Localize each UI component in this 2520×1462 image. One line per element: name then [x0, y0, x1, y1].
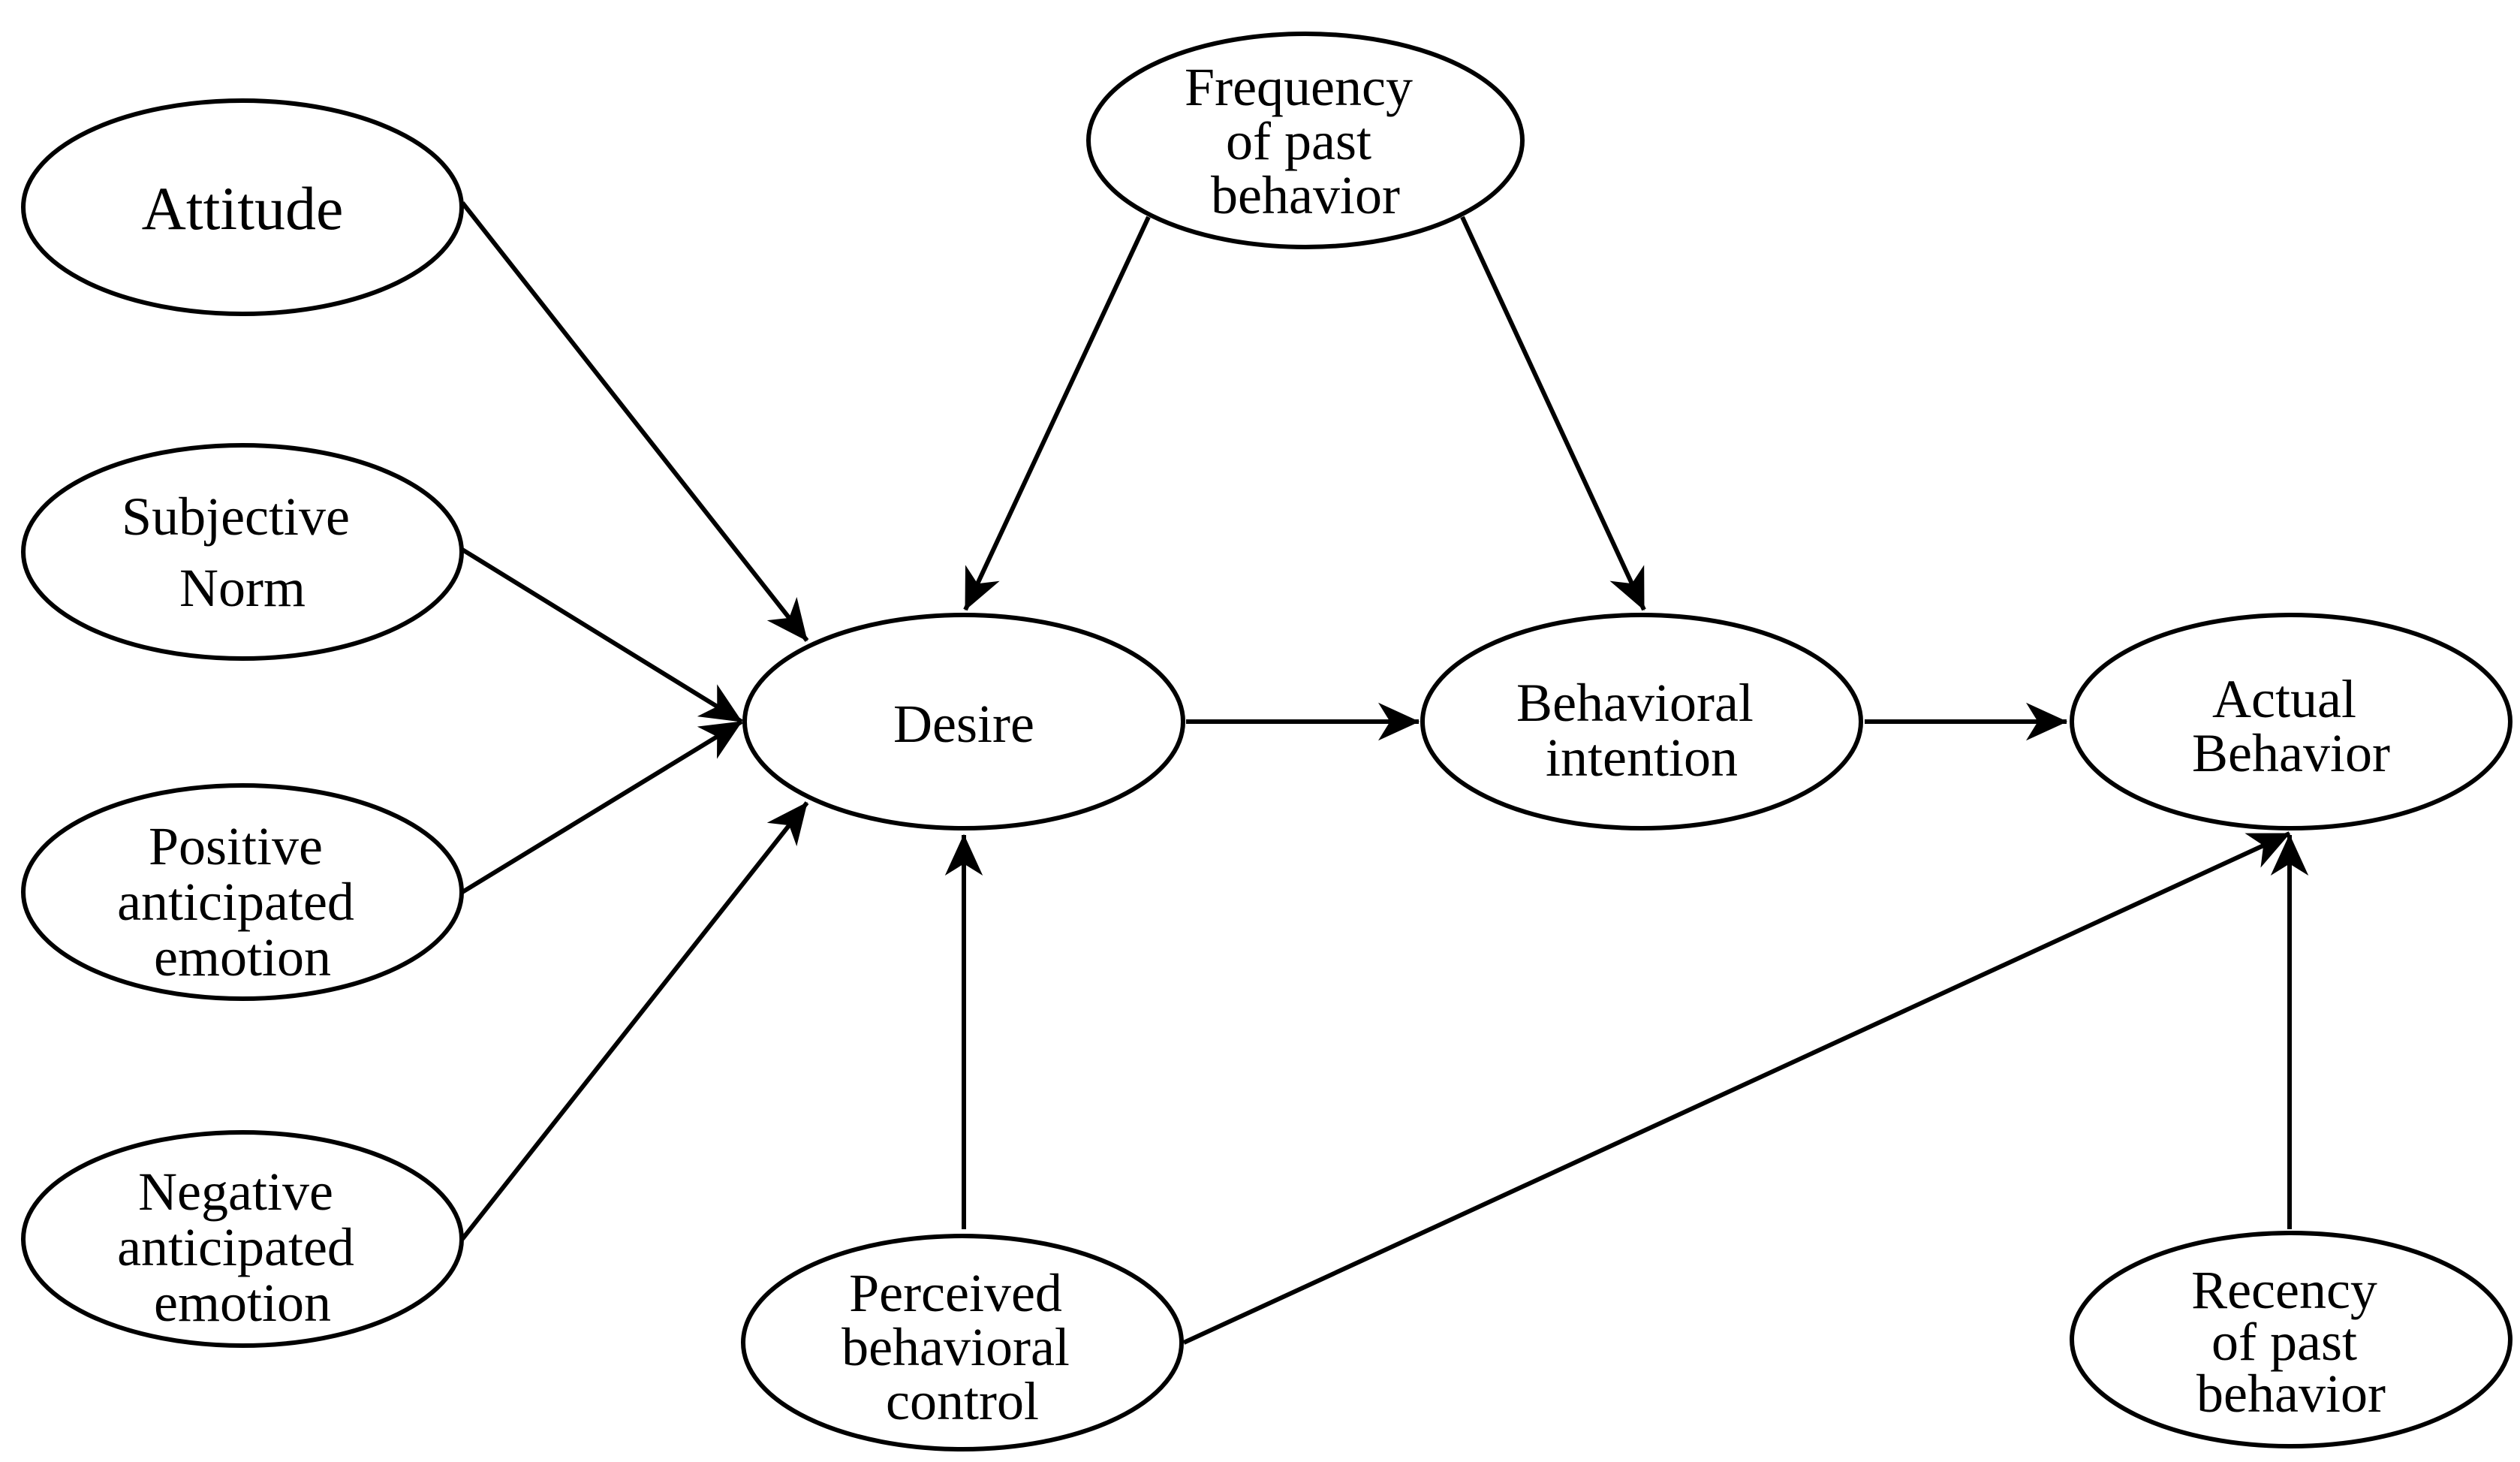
node-positive-emotion-label-line-3: emotion: [154, 927, 331, 987]
node-pbc-label-line-3: control: [886, 1371, 1039, 1431]
edge-pbc-to-actual-behavior: [1182, 831, 2291, 1345]
node-positive-emotion-label-line-1: Positive: [149, 816, 323, 876]
node-negative-emotion-label-line-1: Negative: [138, 1162, 333, 1222]
node-positive-emotion-label-line-2: anticipated: [117, 872, 354, 932]
node-recency-label-line-3: behavior: [2196, 1364, 2386, 1424]
node-recency-of-past-behavior: Recency of past behavior: [2070, 1231, 2512, 1448]
node-intention-label-line-1: Behavioral: [1516, 673, 1754, 733]
edge-frequency-to-desire: [963, 216, 1151, 611]
svg-text:Perceived behavioral: Perceived behavioral control: [842, 1263, 1083, 1431]
edge-negative-emotion-to-desire: [460, 801, 809, 1240]
node-negative-emotion: Negative anticipated emotion: [21, 1130, 464, 1348]
node-attitude: Attitude: [21, 98, 464, 316]
node-recency-label-line-2: of past: [2211, 1312, 2357, 1372]
node-intention-ellipse: [1420, 613, 1863, 830]
svg-text:Attitude: Attitude: [142, 174, 344, 243]
node-actual-behavior-label-line-2: Behavior: [2192, 723, 2390, 783]
node-desire-label: Desire: [893, 694, 1034, 754]
node-negative-emotion-ellipse: [21, 1130, 464, 1348]
node-frequency-label-line-2: of past: [1226, 111, 1371, 171]
svg-text:Behavioral intention: Behavioral intention: [1516, 673, 1767, 788]
edge-frequency-to-intention: [1460, 216, 1646, 611]
svg-text:Positive anticipated: Positive anticipated emotion: [117, 816, 368, 987]
edges-layer: [460, 201, 2309, 1345]
node-frequency-ellipse: [1086, 32, 1525, 249]
node-actual-behavior-ellipse: [2070, 613, 2512, 830]
svg-text:Actual Behavior: Actual Behavior: [2192, 669, 2390, 783]
svg-text:Frequency of past: Frequency of past behavior: [1185, 57, 1426, 225]
node-positive-emotion-ellipse: [21, 783, 464, 1001]
edge-subjective-norm-to-desire: [461, 547, 743, 724]
node-negative-emotion-label-line-3: emotion: [154, 1273, 331, 1333]
node-negative-emotion-label-line-2: anticipated: [117, 1217, 354, 1277]
node-recency-label-line-1: Recency: [2191, 1260, 2377, 1320]
node-subjective-norm: Subjective Norm: [21, 443, 464, 661]
node-pbc-label-line-1: Perceived: [849, 1263, 1062, 1323]
node-behavioral-intention: Behavioral intention: [1420, 613, 1863, 830]
node-recency-ellipse: [2070, 1231, 2512, 1448]
node-attitude-ellipse: [21, 98, 464, 316]
node-subjective-norm-label-line-1: Subjective: [122, 487, 350, 547]
node-frequency-label-line-1: Frequency: [1185, 57, 1413, 117]
svg-text:Desire: Desire: [893, 694, 1034, 754]
node-actual-behavior: Actual Behavior: [2070, 613, 2512, 830]
node-subjective-norm-ellipse: [21, 443, 464, 661]
node-pbc-label-line-2: behavioral: [842, 1317, 1070, 1377]
node-perceived-behavioral-control: Perceived behavioral control: [741, 1234, 1184, 1451]
node-frequency-of-past-behavior: Frequency of past behavior: [1086, 32, 1525, 249]
node-attitude-label: Attitude: [142, 174, 344, 243]
svg-text:Subjective Norm: Subjective Norm: [122, 487, 363, 618]
svg-text:Recency of past: Recency of past behavior: [2191, 1260, 2391, 1424]
node-frequency-label-line-3: behavior: [1211, 165, 1400, 225]
edge-attitude-to-desire: [460, 201, 809, 642]
nodes-layer: Attitude Subjective Norm Positive antici…: [21, 32, 2512, 1451]
node-pbc-ellipse: [741, 1234, 1184, 1451]
node-actual-behavior-label-line-1: Actual: [2212, 669, 2356, 729]
node-positive-emotion: Positive anticipated emotion: [21, 783, 464, 1001]
svg-text:Negative anticipated: Negative anticipated emotion: [117, 1162, 368, 1333]
node-desire: Desire: [742, 613, 1185, 830]
node-subjective-norm-label-line-2: Norm: [179, 558, 306, 618]
node-desire-ellipse: [742, 613, 1185, 830]
edge-positive-emotion-to-desire: [461, 719, 743, 894]
node-intention-label-line-2: intention: [1546, 728, 1738, 788]
